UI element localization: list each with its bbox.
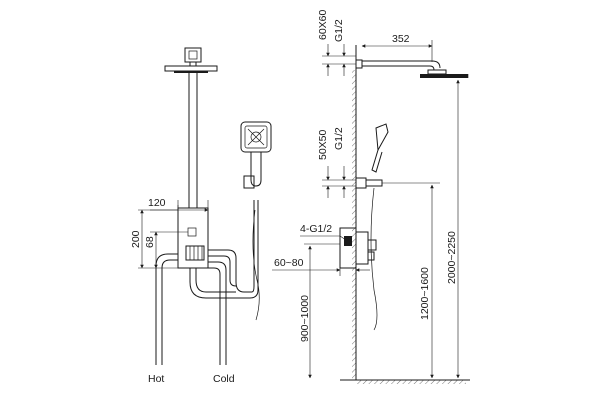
wall-depth-label: 60~80 bbox=[274, 257, 304, 269]
dim-valve-outlets: 4-G1/2 bbox=[300, 223, 347, 241]
arm-length-label: 352 bbox=[392, 33, 410, 45]
dim-120-label: 120 bbox=[148, 197, 166, 209]
dim-holder-mount: 50X50 G1/2 bbox=[317, 127, 356, 198]
cold-label: Cold bbox=[213, 373, 235, 385]
hand-shower bbox=[240, 121, 272, 189]
mixing-valve-body bbox=[177, 207, 209, 269]
dim-head-height: 2000~2250 bbox=[446, 74, 469, 379]
supply-pipes bbox=[155, 253, 227, 365]
front-view: 120 200 68 Hot Cold bbox=[130, 47, 272, 385]
wall bbox=[340, 45, 470, 384]
dim-352: 352 bbox=[361, 33, 433, 62]
valve-height-label: 900~1000 bbox=[299, 295, 311, 342]
shower-arm bbox=[355, 59, 468, 78]
rain-shower-head bbox=[164, 47, 218, 73]
hot-label: Hot bbox=[148, 373, 164, 385]
riser-pipe bbox=[188, 73, 198, 208]
dim-120: 120 bbox=[148, 197, 209, 215]
dim-68-label: 68 bbox=[144, 236, 156, 248]
head-thread-label: G1/2 bbox=[333, 19, 345, 42]
side-view: 60X60 G1/2 352 50X50 G1/2 4-G1/2 bbox=[272, 9, 470, 384]
head-size-label: 60X60 bbox=[317, 9, 329, 40]
embedded-valve bbox=[339, 227, 377, 269]
hand-shower-hose bbox=[189, 200, 260, 321]
dim-200-68: 200 68 bbox=[130, 209, 188, 269]
dim-valve-height: 900~1000 bbox=[299, 243, 340, 379]
valve-outlets-label: 4-G1/2 bbox=[300, 223, 332, 235]
head-height-label: 2000~2250 bbox=[446, 231, 458, 284]
side-hand-shower bbox=[355, 123, 389, 331]
dim-head-mount: 60X60 G1/2 bbox=[317, 9, 356, 76]
dim-200-label: 200 bbox=[130, 230, 142, 248]
holder-size-label: 50X50 bbox=[317, 129, 329, 160]
dim-holder-height: 1200~1600 bbox=[382, 182, 440, 379]
holder-thread-label: G1/2 bbox=[333, 127, 345, 150]
dim-wall-depth: 60~80 bbox=[272, 257, 370, 276]
holder-height-label: 1200~1600 bbox=[419, 267, 431, 320]
